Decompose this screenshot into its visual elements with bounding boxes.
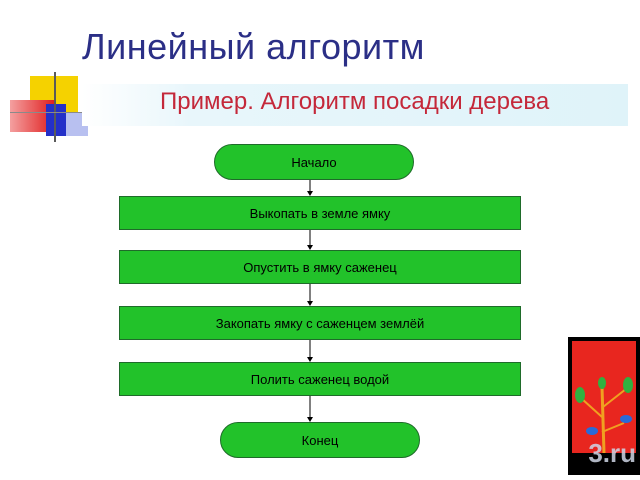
slide-subtitle: Пример. Алгоритм посадки дерева <box>160 88 550 115</box>
slide-title: Линейный алгоритм <box>82 26 425 67</box>
tree-picture: 3.ru <box>568 337 640 475</box>
flowchart-start: Начало <box>214 144 414 180</box>
flowchart-step-4: Полить саженец водой <box>119 362 521 396</box>
decor-hline <box>10 112 86 113</box>
flowchart-start-label: Начало <box>291 154 337 170</box>
subtitle-bar <box>82 84 628 126</box>
flowchart-end: Конец <box>220 422 420 458</box>
flowchart-step-4-label: Полить саженец водой <box>250 371 390 387</box>
flowchart-step-3-label: Закопать ямку с саженцем землёй <box>215 315 425 331</box>
decor-vline <box>54 72 56 142</box>
flowchart-step-1-label: Выкопать в земле ямку <box>249 205 391 221</box>
tree-icon <box>572 341 636 454</box>
decor-blue-square <box>46 104 66 136</box>
watermark-text: 3.ru <box>588 438 636 468</box>
flowchart-step-3: Закопать ямку с саженцем землёй <box>119 306 521 340</box>
arrow-5 <box>307 396 313 422</box>
arrow-4 <box>307 340 313 362</box>
flowchart-step-2: Опустить в ямку саженец <box>119 250 521 284</box>
flowchart-step-1: Выкопать в земле ямку <box>119 196 521 230</box>
flowchart-step-2-label: Опустить в ямку саженец <box>243 259 397 275</box>
arrow-3 <box>307 284 313 306</box>
flowchart-end-label: Конец <box>301 432 339 448</box>
arrow-2 <box>307 230 313 250</box>
arrow-1 <box>307 180 313 196</box>
